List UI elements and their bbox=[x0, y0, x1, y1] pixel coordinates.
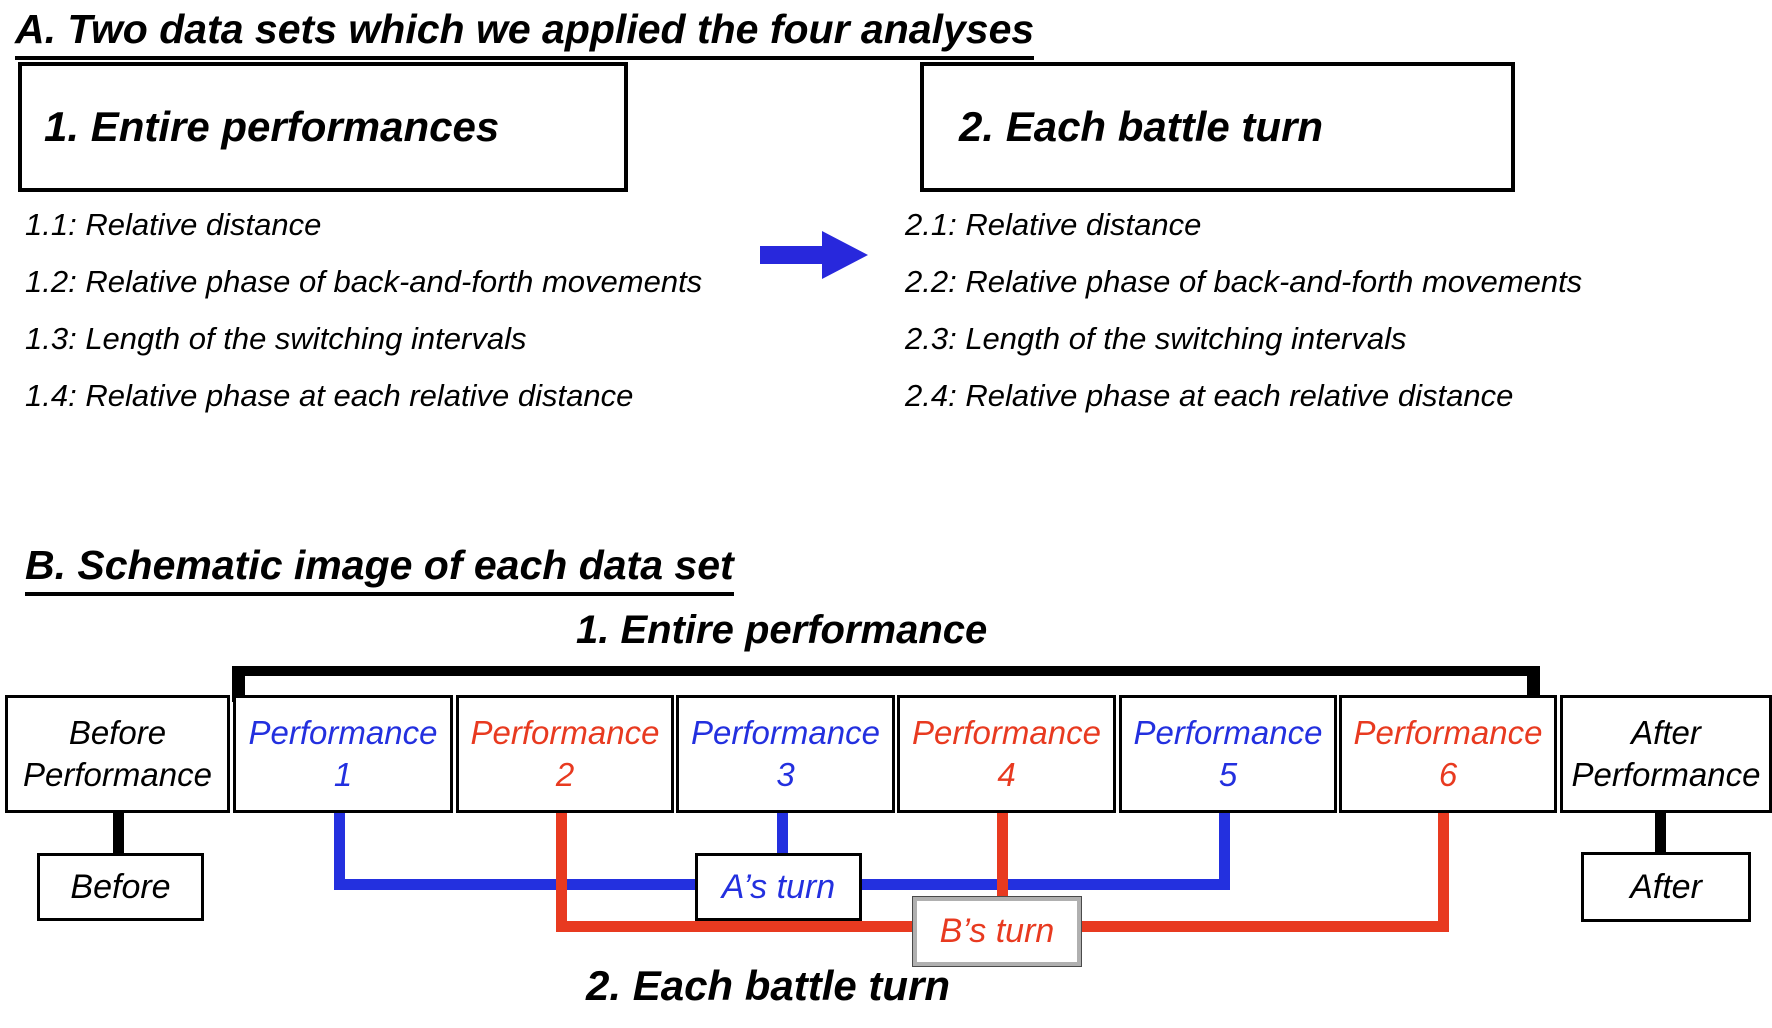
entire-performances-box-label: 1. Entire performances bbox=[44, 103, 500, 150]
list-item: 2.4: Relative phase at each relative dis… bbox=[905, 378, 1514, 413]
performance-bracket bbox=[232, 666, 1540, 676]
connector-line-p1 bbox=[334, 805, 345, 890]
box-label-line: 3 bbox=[776, 756, 795, 793]
connector-line-after bbox=[1655, 805, 1666, 854]
section-a-title-wrap: A. Two data sets which we applied the fo… bbox=[15, 6, 1035, 60]
box-label-line: 4 bbox=[997, 756, 1016, 793]
performance-1-box: Performance 1 bbox=[233, 695, 453, 813]
entire-performance-label: 1. Entire performance bbox=[576, 608, 988, 652]
a-turn-box: A’s turn bbox=[695, 853, 862, 921]
list-item: 1.1: Relative distance bbox=[25, 207, 322, 242]
box-label-line: Performance bbox=[248, 714, 438, 751]
box-label-line: 6 bbox=[1438, 756, 1458, 793]
box-label-line: Performance bbox=[912, 714, 1101, 751]
performance-4-box: Performance 4 bbox=[897, 695, 1116, 813]
performance-2-box: Performance 2 bbox=[456, 695, 674, 813]
each-battle-turn-box: 2. Each battle turn bbox=[920, 62, 1515, 192]
connector-line-p4 bbox=[997, 805, 1008, 901]
box-label-line: 1 bbox=[333, 756, 353, 793]
box-label-line: Before bbox=[68, 714, 167, 751]
each-battle-turn-box-label: 2. Each battle turn bbox=[959, 103, 1324, 150]
box-label-line: 5 bbox=[1218, 756, 1238, 793]
section-a-title: A. Two data sets which we applied the fo… bbox=[15, 6, 1035, 60]
box-label-line: After bbox=[1631, 714, 1701, 751]
box-label-line: Performance bbox=[470, 714, 660, 751]
before-box: Before bbox=[37, 853, 204, 921]
box-label-line: 2 bbox=[555, 756, 575, 793]
list-item: 2.1: Relative distance bbox=[905, 207, 1202, 242]
box-label-line: Performance bbox=[1571, 756, 1761, 793]
b-turn-box-label: B’s turn bbox=[939, 912, 1055, 950]
box-label-line: Performance bbox=[1133, 714, 1323, 751]
each-battle-turn-label: 2. Each battle turn bbox=[586, 962, 951, 1009]
performance-5-box: Performance 5 bbox=[1119, 695, 1337, 813]
after-performance-box: After Performance bbox=[1560, 695, 1772, 813]
entire-performances-box: 1. Entire performances bbox=[18, 62, 628, 192]
connector-line-p2 bbox=[556, 805, 567, 932]
performance-bracket-left-tick bbox=[232, 666, 245, 702]
list-item: 1.3: Length of the switching intervals bbox=[25, 321, 527, 356]
list-item: 1.2: Relative phase of back-and-forth mo… bbox=[25, 264, 703, 299]
connector-line-p6 bbox=[1438, 805, 1449, 932]
connector-line-before bbox=[113, 805, 124, 855]
after-box-label: After bbox=[1630, 867, 1702, 906]
box-label-line: Performance bbox=[1353, 714, 1543, 751]
analysis-list-right: 2.1: Relative distance 2.2: Relative pha… bbox=[905, 207, 1582, 435]
connector-line-p5 bbox=[1219, 805, 1230, 890]
section-b-title: B. Schematic image of each data set bbox=[25, 542, 734, 596]
box-label-line: Performance bbox=[691, 714, 880, 751]
box-label-line: Performance bbox=[23, 756, 212, 793]
connector-line-p3 bbox=[777, 805, 788, 857]
flow-right-arrow-icon bbox=[760, 231, 868, 279]
analysis-list-left: 1.1: Relative distance 1.2: Relative pha… bbox=[25, 207, 702, 435]
performance-3-box: Performance 3 bbox=[676, 695, 895, 813]
list-item: 2.2: Relative phase of back-and-forth mo… bbox=[905, 264, 1583, 299]
performance-6-box: Performance 6 bbox=[1339, 695, 1557, 813]
list-item: 1.4: Relative phase at each relative dis… bbox=[25, 378, 634, 413]
b-turn-box: B’s turn bbox=[912, 896, 1082, 967]
performance-bracket-right-tick bbox=[1527, 666, 1540, 702]
list-item: 2.3: Length of the switching intervals bbox=[905, 321, 1407, 356]
after-box: After bbox=[1581, 852, 1751, 922]
a-turn-box-label: A’s turn bbox=[721, 867, 836, 906]
before-performance-box: Before Performance bbox=[5, 695, 230, 813]
section-b-title-wrap: B. Schematic image of each data set bbox=[25, 542, 734, 596]
before-box-label: Before bbox=[70, 867, 171, 906]
